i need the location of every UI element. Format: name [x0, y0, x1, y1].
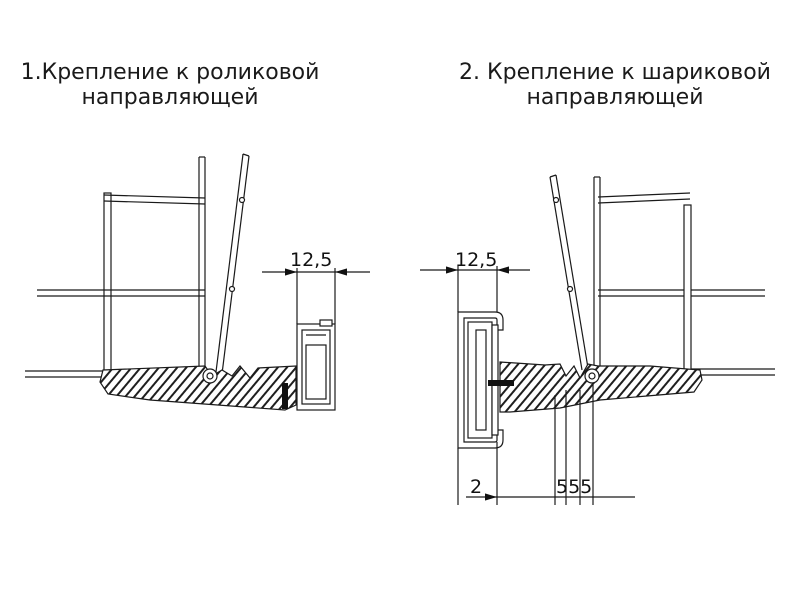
- right-screw: [488, 380, 514, 386]
- left-dim-label: 12,5: [290, 249, 332, 271]
- right-dimension-12-5: [420, 266, 530, 312]
- right-frame: [597, 192, 775, 376]
- left-screw: [282, 383, 288, 409]
- left-frame: [25, 192, 206, 378]
- right-assembly: [420, 174, 775, 505]
- left-slanted-panel: [215, 153, 250, 375]
- right-dim-label: 12,5: [455, 249, 497, 271]
- left-assembly: [25, 153, 370, 411]
- title-ball-guide: 2. Крепление к шариковой направляющей: [459, 60, 771, 110]
- title-roller-guide: 1.Крепление к роликовой направляющей: [20, 60, 320, 110]
- left-roller-profile: [296, 319, 336, 411]
- left-upright: [198, 156, 206, 375]
- right-bottom-dimensions: [457, 385, 635, 505]
- right-gap-label: 2: [470, 476, 482, 498]
- left-hatched-body: [99, 365, 297, 411]
- right-spacing-label: 555: [556, 476, 592, 498]
- left-dimension-12-5: [262, 268, 370, 324]
- right-upright: [593, 176, 601, 370]
- right-hatched-body: [499, 361, 703, 413]
- right-slanted-panel: [549, 174, 589, 371]
